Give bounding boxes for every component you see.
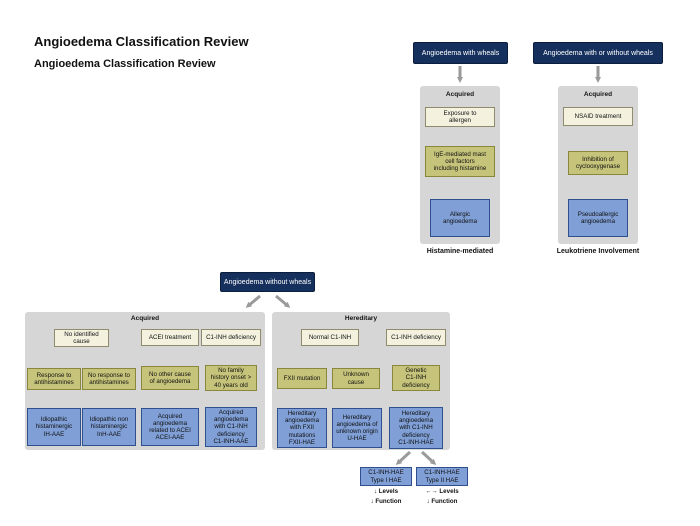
page-title: Angioedema Classification Review bbox=[34, 34, 249, 49]
type-i-hae-box: C1-INH-HAE Type I HAE bbox=[360, 467, 412, 486]
normal-c1-inh-box: Normal C1-INH bbox=[301, 329, 359, 346]
inh-aae-box: Idiopathic non histaminergic InH-AAE bbox=[82, 408, 136, 446]
response-to-antihistamines-box: Response to antihistamines bbox=[27, 368, 81, 390]
u-hae-box: Hereditary angioedema of unknown origin … bbox=[332, 408, 382, 448]
type-ii-hae-box: C1-INH-HAE Type II HAE bbox=[416, 467, 468, 486]
inhibition-cyclooxygenase-box: Inhibition of cyclooxygenase bbox=[568, 151, 628, 175]
fxii-mutation-box: FXII mutation bbox=[277, 368, 327, 389]
page-subtitle: Angioedema Classification Review bbox=[34, 58, 216, 70]
panel-title: Acquired bbox=[445, 91, 475, 98]
no-identified-cause-box: No identified cause bbox=[54, 329, 109, 347]
exposure-to-allergen-box: Exposure to allergen bbox=[425, 107, 495, 127]
acei-aae-box: Acquired angioedema related to ACEI ACEI… bbox=[141, 408, 199, 446]
no-family-history-box: No family history onset > 40 years old bbox=[205, 365, 257, 391]
caption-leukotriene-involvement: Leukotriene Involvement bbox=[556, 248, 640, 255]
ige-mast-cell-box: IgE-mediated mast cell factors including… bbox=[425, 146, 495, 177]
c1-inh-aae-box: Acquired angioedema with C1-INH deficien… bbox=[205, 407, 257, 447]
nsaid-treatment-box: NSAID treatment bbox=[563, 107, 633, 126]
type-i-notes: ↓ Levels ↓ Function bbox=[370, 488, 402, 505]
fxii-hae-box: Hereditary angioedema with FXII mutation… bbox=[277, 408, 327, 448]
heading-angioedema-without-wheals: Angioedema without wheals bbox=[220, 272, 315, 292]
genetic-c1-inh-deficiency-box: Genetic C1-INH deficiency bbox=[392, 365, 440, 391]
no-response-to-antihistamines-box: No response to antihistamines bbox=[82, 368, 136, 390]
c1-inh-deficiency-box: C1-INH deficiency bbox=[201, 329, 261, 346]
no-other-cause-box: No other cause of angioedema bbox=[141, 366, 199, 390]
panel-title: Acquired bbox=[130, 315, 160, 322]
allergic-angioedema-box: Allergic angioedema bbox=[430, 199, 490, 237]
hereditary-c1-inh-deficiency-box: C1-INH deficiency bbox=[386, 329, 446, 346]
panel-title: Acquired bbox=[583, 91, 613, 98]
c1-inh-hae-box: Hereditary angioedema with C1-INH defici… bbox=[389, 407, 443, 449]
panel-title: Hereditary bbox=[344, 315, 378, 322]
heading-angioedema-with-wheals: Angioedema with wheals bbox=[413, 42, 508, 64]
pseudoallergic-angioedema-box: Pseudoallergic angioedema bbox=[568, 199, 628, 237]
acei-treatment-box: ACEI treatment bbox=[141, 329, 199, 346]
caption-histamine-mediated: Histamine-mediated bbox=[426, 248, 494, 255]
unknown-cause-box: Unknown cause bbox=[332, 368, 380, 389]
heading-angioedema-with-or-without-wheals: Angioedema with or without wheals bbox=[533, 42, 663, 64]
ih-aae-box: Idiopathic histaminergic IH-AAE bbox=[27, 408, 81, 446]
type-ii-notes: ←→ Levels ↓ Function bbox=[425, 488, 459, 505]
